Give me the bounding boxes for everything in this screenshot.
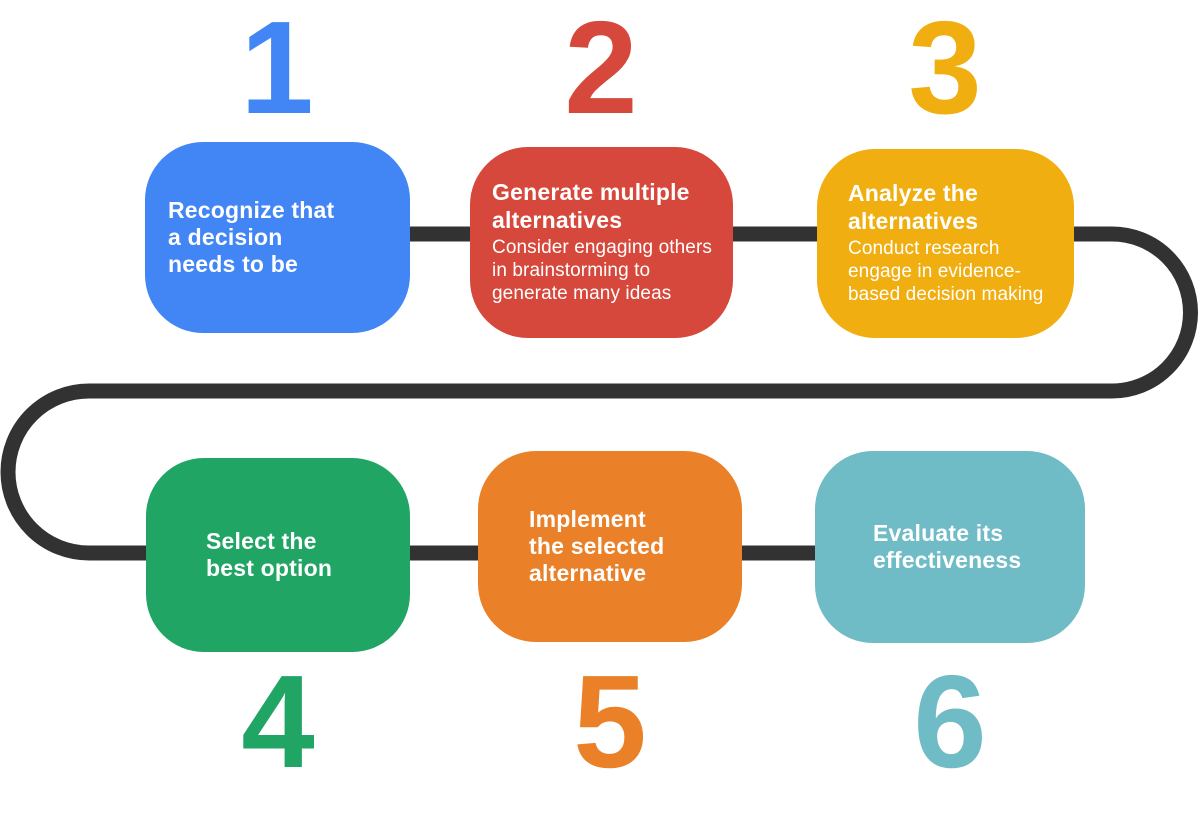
step-box-recognize: Recognize that a decision needs to be [145, 142, 410, 333]
snake-connector-path [0, 226, 1198, 561]
step-body: Consider engaging others in brainstormin… [492, 236, 712, 304]
step-box-analyze-alternatives: Analyze the alternatives Conduct researc… [817, 149, 1074, 338]
step-heading: Evaluate its effectiveness [873, 519, 1022, 573]
step-heading: Analyze the alternatives [848, 180, 979, 234]
step-number-1: 1 [240, 0, 314, 141]
step-box-select-option: Select the best option [146, 458, 410, 652]
step-box-evaluate-effectiveness: Evaluate its effectiveness [815, 451, 1085, 643]
step-heading: Generate multiple alternatives [492, 179, 690, 233]
step-number-5: 5 [573, 648, 647, 795]
step-box-implement-alternative: Implement the selected alternative [478, 451, 742, 642]
step-heading: Select the best option [206, 527, 333, 581]
step-box-generate-alternatives: Generate multiple alternatives Consider … [470, 147, 733, 338]
step-number-2: 2 [564, 0, 638, 141]
step-heading: Recognize that a decision needs to be [168, 196, 335, 278]
step-body: Conduct research engage in evidence- bas… [848, 237, 1044, 305]
step-number-3: 3 [908, 0, 982, 141]
step-number-6: 6 [913, 648, 987, 795]
step-number-4: 4 [241, 648, 315, 795]
step-heading: Implement the selected alternative [529, 505, 665, 587]
